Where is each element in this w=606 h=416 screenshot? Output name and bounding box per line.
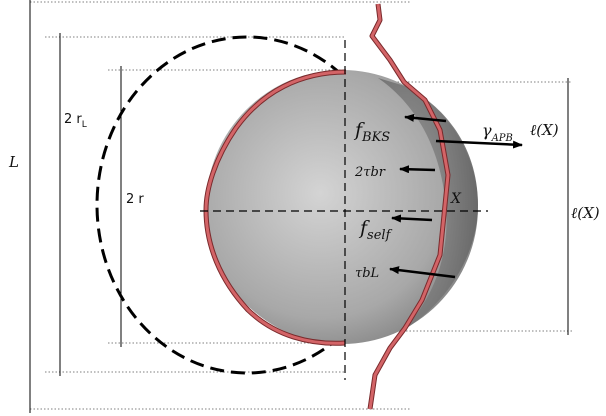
arrow-gamma-apb	[435, 139, 523, 149]
label-gamma-apb-sub: APB	[491, 133, 513, 144]
label-2rL-sub: L	[82, 120, 87, 130]
arrow-tau-bL	[389, 266, 456, 279]
reference-lines	[30, 1, 572, 410]
label-2r: 2 r	[126, 192, 144, 207]
label-f-self: fself	[358, 217, 393, 243]
label-ell-x-force: ℓ(X)	[530, 121, 559, 139]
label-tau-bL: τbL	[355, 266, 379, 281]
label-2tau-br: 2τbr	[354, 165, 386, 180]
label-X: X	[450, 191, 462, 207]
arrow-2tau-br	[399, 165, 436, 174]
arrow-f-bks	[404, 113, 447, 123]
label-L: L	[8, 153, 19, 171]
label-2rL: 2 rL	[64, 112, 87, 130]
dislocation-bowed-segment-fill	[204, 70, 347, 345]
label-ell-x-side: ℓ(X)	[571, 204, 600, 222]
arrow-f-self	[391, 214, 433, 223]
label-f-bks: fBKS	[353, 119, 390, 145]
label-f-self-sub: self	[367, 228, 393, 243]
force-arrows	[389, 113, 523, 279]
label-f-bks-sub: BKS	[361, 130, 390, 145]
label-gamma-apb: γAPB	[482, 121, 513, 144]
sphere-body	[206, 70, 478, 344]
dislocation-line-fill	[368, 3, 450, 410]
